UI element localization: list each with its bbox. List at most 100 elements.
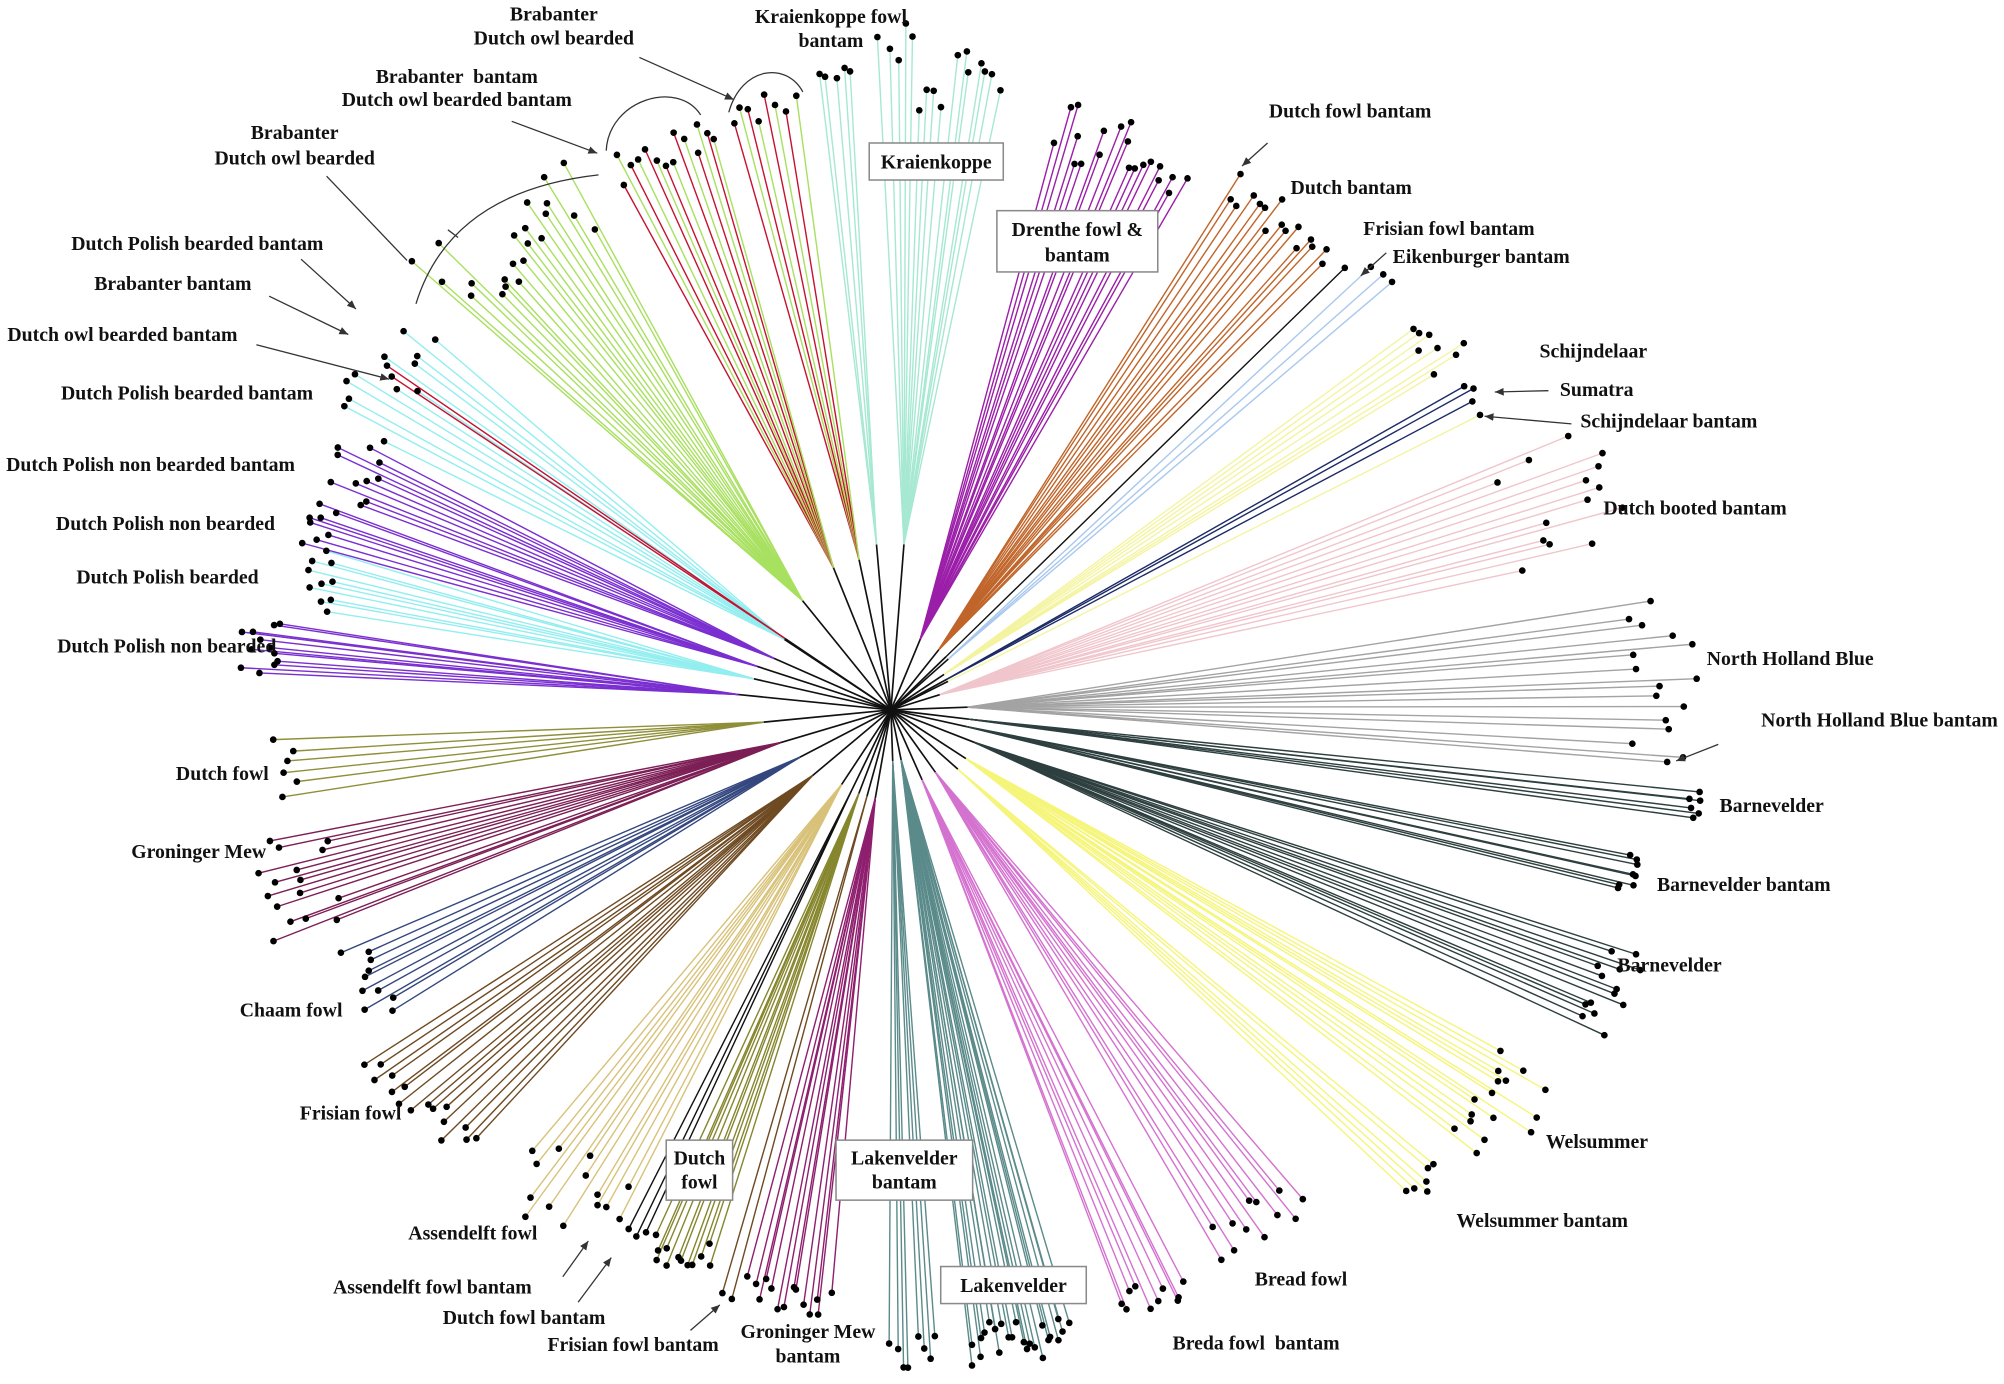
branch-owl-bearded [545, 213, 804, 602]
branch-groninger-mew-bantam [746, 797, 877, 1277]
tip-dot [317, 514, 325, 522]
tip-dot [467, 292, 475, 300]
branch-lakenvelder [892, 760, 909, 1368]
tip-dot [1423, 1178, 1430, 1185]
tip-dot [1494, 1077, 1502, 1085]
tip-dot [744, 105, 752, 113]
branch-polish-non-bearded [366, 500, 775, 660]
tip-dot [1423, 1188, 1431, 1195]
label-barnevelder: Barnevelder [1720, 795, 1825, 817]
tip-dot [1467, 1117, 1474, 1125]
branch-owl-mix-a [706, 132, 835, 568]
tip-dot [768, 1285, 775, 1292]
tip-dot [266, 837, 274, 845]
branch-frisian-fowl [475, 775, 814, 1139]
branch-groninger-mew-bantam [758, 797, 877, 1300]
tip-dot [968, 1341, 976, 1349]
tip-dot [271, 879, 279, 886]
branch-schijndelaar [947, 414, 1481, 683]
tip-dot [249, 628, 257, 636]
tip-dot [280, 769, 287, 777]
branch-welsummer [957, 768, 1434, 1165]
tip-dot [289, 747, 297, 755]
tip-dot [915, 1333, 922, 1340]
pointer-arrow [1241, 142, 1268, 167]
branch-chaam [392, 756, 801, 1012]
tip-dot [1020, 1338, 1028, 1346]
tip-dot [1452, 351, 1460, 359]
branch-owl-mix-a [637, 159, 835, 569]
tip-dot [1250, 192, 1258, 199]
branch-polish-non-bearded [330, 481, 775, 660]
branch-barnevelder [973, 741, 1641, 971]
branch-polish-bearded [332, 581, 755, 680]
stem-lakenvelder [890, 709, 902, 761]
boxed-label-drenthe: Drenthe fowl & bantam [996, 209, 1159, 273]
branch-dutch-bantam [938, 230, 1267, 651]
branch-dutch-bantam [938, 247, 1298, 651]
tip-dot [408, 257, 416, 265]
branch-welsummer [957, 768, 1415, 1189]
tip-dot [1237, 170, 1244, 178]
branch-assendelft [524, 784, 843, 1218]
label-frisian-fowl-bantam: Frisian fowl bantam [1363, 218, 1535, 240]
tip-dot [351, 370, 359, 378]
tip-dot [1147, 158, 1155, 166]
tip-dot [625, 1183, 632, 1191]
tip-dot [1460, 382, 1468, 390]
branch-breda [921, 779, 1159, 1302]
label-barnevelder-bantam: Barnevelder bantam [1657, 874, 1831, 896]
branch-owl-mix-b [795, 95, 860, 561]
branch-frisian-fowl [427, 774, 814, 1106]
branch-drenthe [919, 121, 1132, 640]
branch-welsummer [965, 757, 1499, 1072]
tip-dot [1292, 1215, 1299, 1223]
branch-dutch-bantam [938, 205, 1237, 651]
tip-dot [1689, 814, 1697, 822]
tip-dot [327, 596, 335, 604]
tip-dot [365, 948, 373, 956]
branch-dutch-booted [939, 522, 1547, 696]
branch-chaam [377, 756, 801, 992]
tip-dot [473, 1134, 480, 1142]
tip-dot [1154, 1297, 1162, 1305]
branch-polish-non-bearded [316, 539, 758, 668]
tip-dot [613, 151, 621, 159]
branch-frisian-fowl [364, 774, 814, 1066]
branch-dutch-booted [939, 569, 1523, 696]
tip-dot [641, 146, 649, 153]
tip-dot [1045, 1336, 1052, 1344]
branch-frisian-fowl [466, 775, 814, 1141]
tip-dot [1039, 1322, 1046, 1329]
stem-breda [890, 709, 923, 781]
branch-kraienkoppe [849, 71, 878, 545]
tip-dot [816, 70, 823, 78]
label-groninger-mew-bantam: Groninger Mew [740, 1321, 876, 1343]
branch-frisian-fowl [410, 774, 814, 1111]
tip-dot [927, 1355, 934, 1363]
branch-assendelft [531, 783, 843, 1152]
tip-dot [653, 157, 661, 164]
tip-dot [302, 915, 310, 922]
branch-breda [921, 779, 1164, 1289]
tip-dot [752, 1280, 760, 1288]
branch-polish-bearded [354, 373, 785, 640]
branch-owl-bearded [546, 202, 804, 602]
branch-groninger-mew [300, 741, 781, 881]
tip-dot [977, 1353, 984, 1361]
tip-dot [1242, 1226, 1250, 1233]
tip-dot [1012, 1318, 1020, 1326]
branch-owl-mix-b [785, 111, 860, 561]
tip-dot [800, 1301, 807, 1309]
tip-dot [524, 240, 532, 247]
stem-owl-mix-a [832, 567, 892, 711]
tip-dot [1626, 851, 1634, 859]
branch-owl-bearded [573, 215, 804, 602]
branch-groninger-mew [269, 741, 781, 842]
tip-dot [361, 1061, 368, 1069]
tip-dot [1497, 1047, 1504, 1055]
tip-dot [995, 1349, 1003, 1356]
branch-barnevelder [966, 718, 1694, 819]
tip-dot [653, 1256, 660, 1264]
tip-dot [1278, 221, 1286, 229]
